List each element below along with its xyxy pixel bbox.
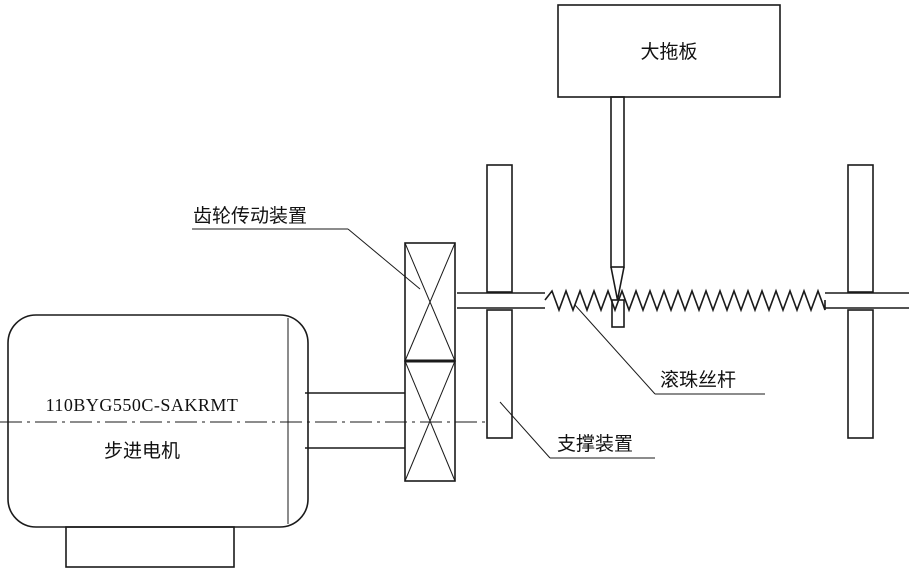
carriage-rod [610, 96, 625, 268]
carriage: 大拖板 [557, 4, 781, 328]
support-right [847, 164, 874, 439]
gear-callout-leader [347, 228, 421, 290]
ball-screw-thread [544, 288, 826, 313]
support-right-lower [847, 309, 874, 439]
rod-tip [610, 266, 625, 301]
motor-model-label: 110BYG550C-SAKRMT [46, 395, 239, 415]
support-right-upper [847, 164, 874, 293]
support-left [486, 164, 513, 439]
screw-shaft [457, 288, 909, 313]
motor-shaft [305, 392, 405, 449]
support-label: 支撑装置 [557, 433, 633, 455]
support-left-lower [486, 309, 513, 439]
motor-body [7, 314, 309, 528]
motor-name-label: 步进电机 [104, 440, 180, 462]
carriage-box [557, 4, 781, 98]
stepper-motor: 110BYG550C-SAKRMT 步进电机 [7, 314, 309, 568]
callout-gear-drive: 齿轮传动装置 [192, 205, 421, 290]
carriage-label: 大拖板 [640, 41, 697, 63]
support-left-upper [486, 164, 513, 293]
gear-lower-cross-b [404, 360, 456, 482]
support-callout-leader [499, 401, 551, 459]
screw-callout-leader [574, 304, 656, 395]
motor-base [65, 526, 235, 568]
gear-drive [404, 242, 456, 482]
callout-ball-screw: 滚珠丝杆 [574, 304, 765, 395]
gear-upper-cross-b [404, 242, 456, 362]
gear-drive-label: 齿轮传动装置 [193, 205, 307, 227]
ball-screw-label: 滚珠丝杆 [660, 369, 736, 391]
callout-support: 支撑装置 [499, 401, 655, 459]
